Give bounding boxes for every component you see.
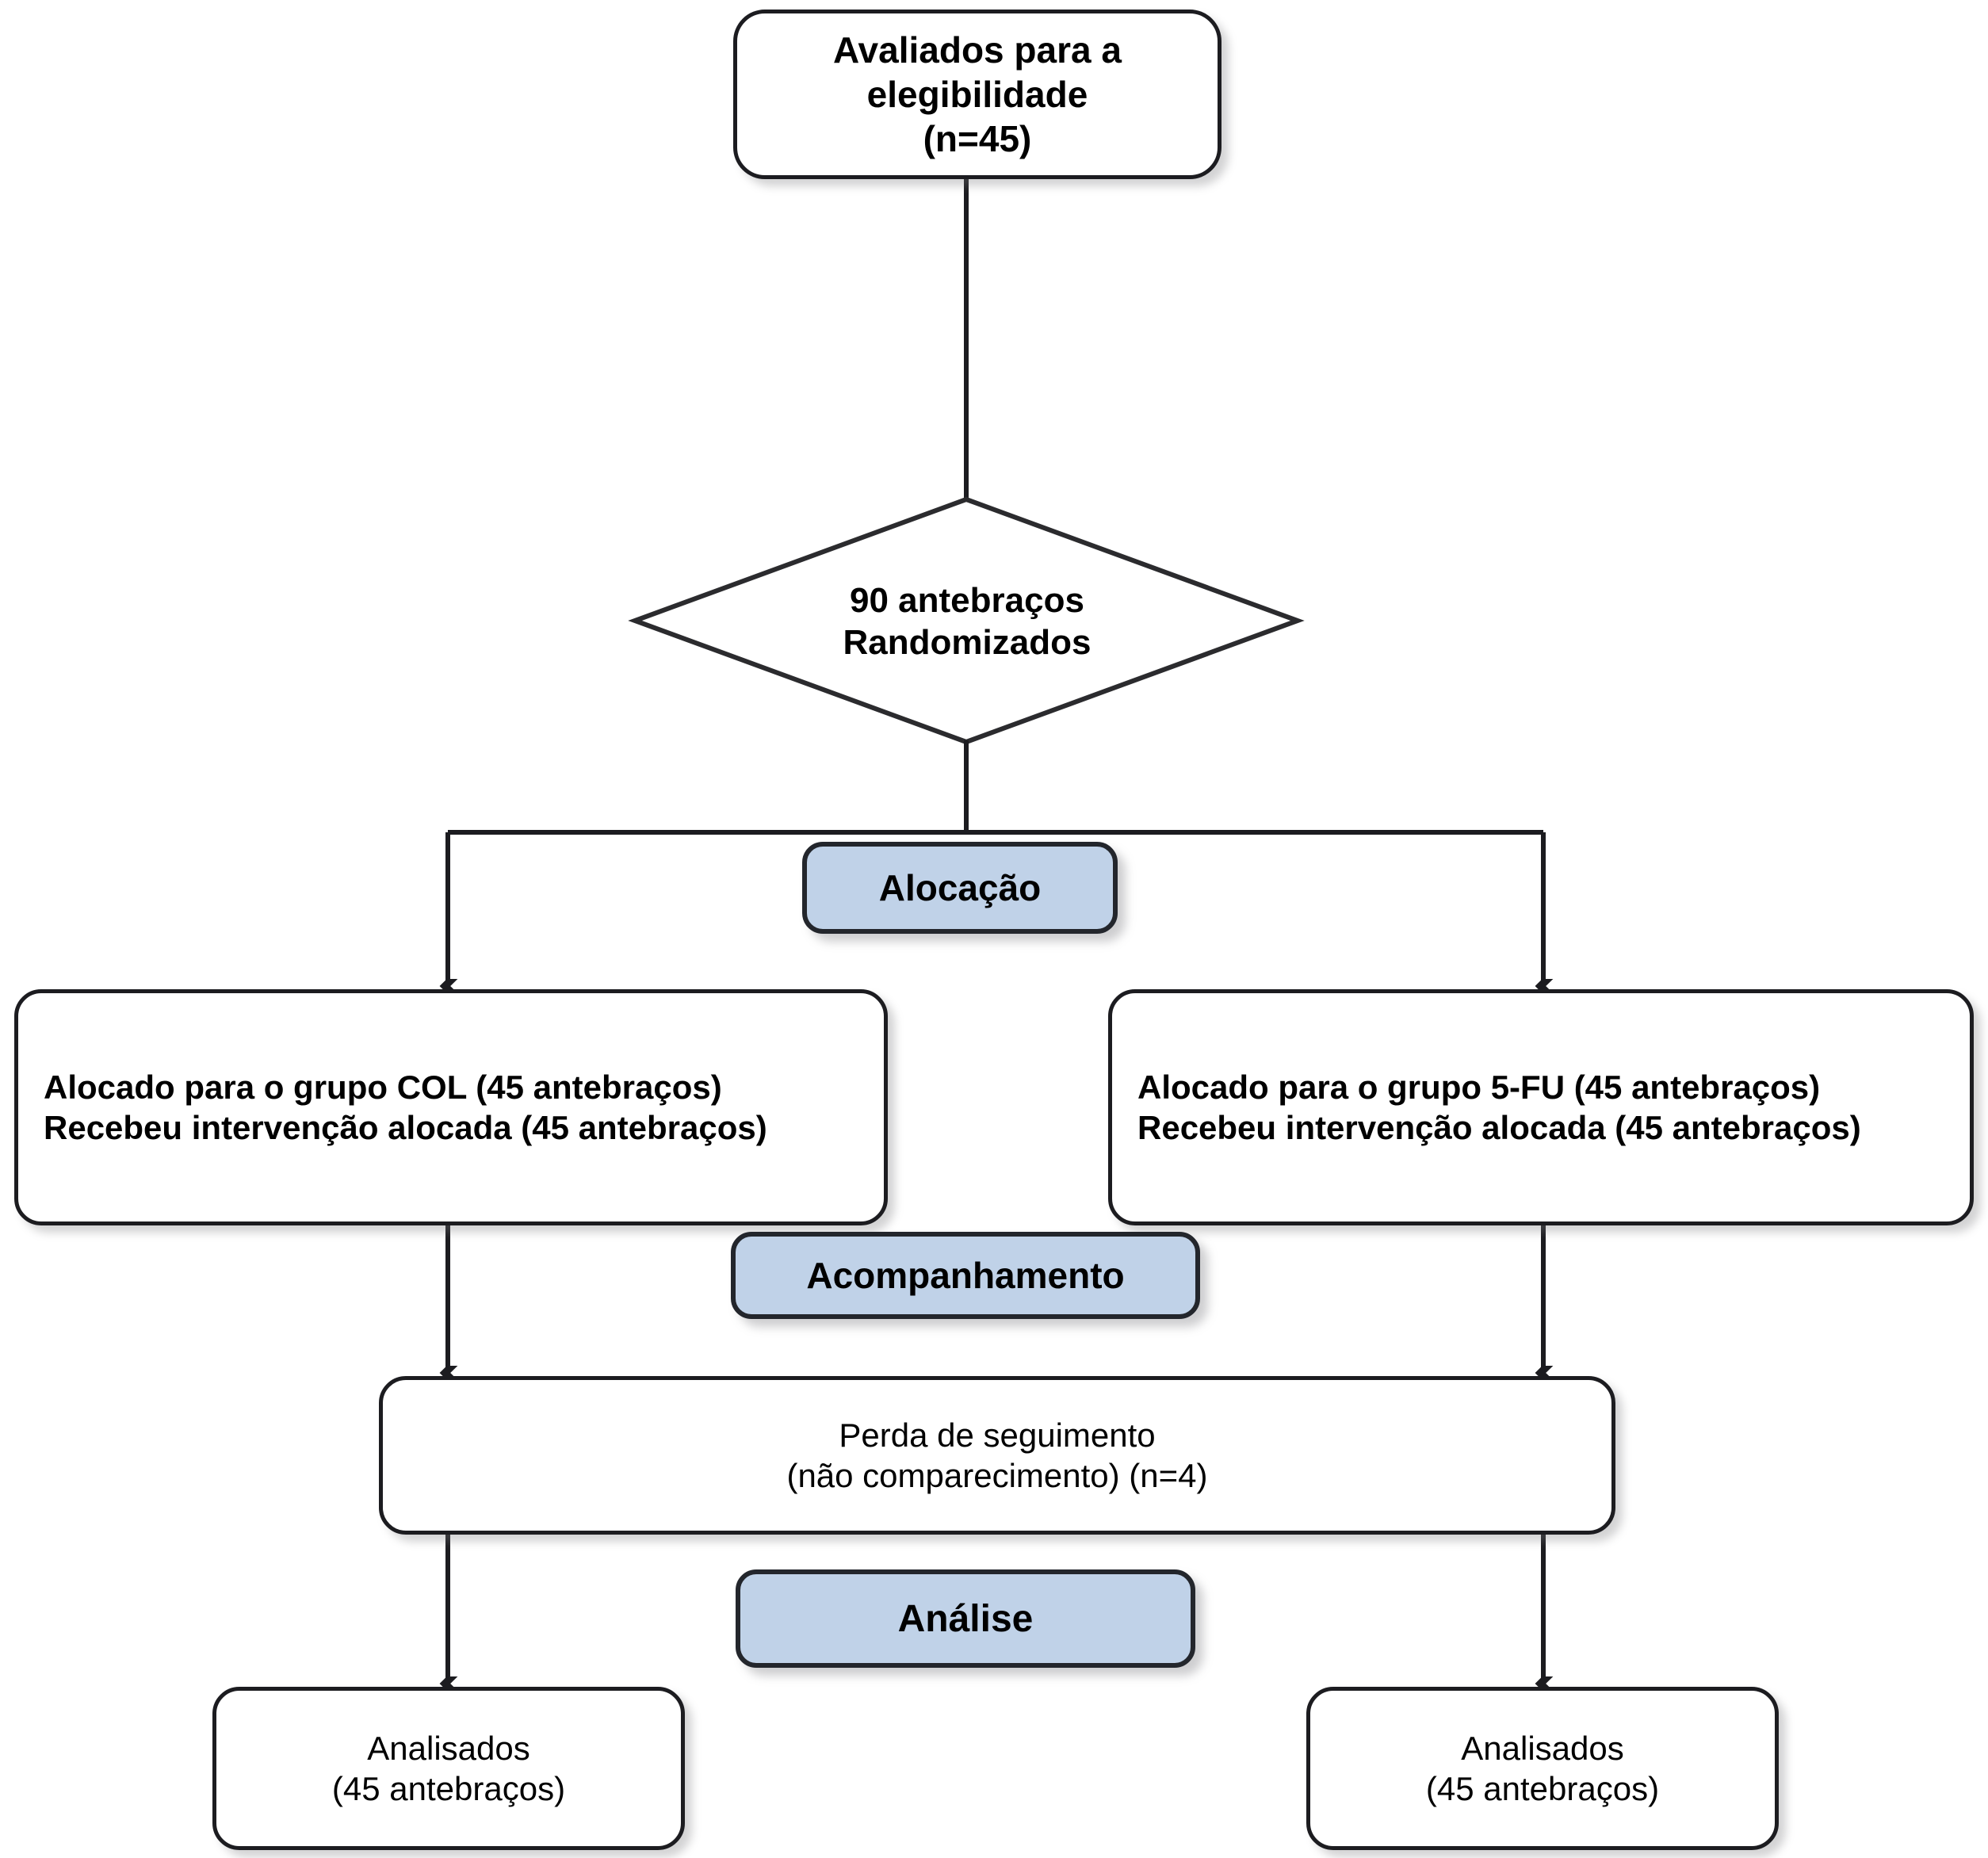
node-lost-to-followup-text: Perda de seguimento (não comparecimento)…	[383, 1415, 1611, 1496]
randomized-text-block: 90 antebraços Randomizados	[843, 580, 1091, 664]
node-allocated-group-col-text: Alocado para o grupo COL (45 antebraços)…	[18, 1067, 884, 1148]
randomized-line-1: 90 antebraços	[850, 581, 1084, 621]
node-allocated-group-5fu: Alocado para o grupo 5-FU (45 antebraços…	[1108, 989, 1974, 1225]
eligibility-line-2: elegibilidade	[866, 73, 1088, 115]
group-fu-line-2: Recebeu intervenção alocada (45 antebraç…	[1137, 1109, 1861, 1146]
node-lost-to-followup: Perda de seguimento (não comparecimento)…	[379, 1376, 1615, 1535]
analysed-left-line-2: (45 antebraços)	[331, 1770, 566, 1807]
stage-label-followup-text: Acompanhamento	[806, 1255, 1125, 1296]
stage-label-followup: Acompanhamento	[731, 1232, 1200, 1319]
group-col-line-1: Alocado para o grupo COL (45 antebraços)	[44, 1068, 722, 1106]
randomized-line-2: Randomizados	[843, 623, 1091, 662]
lost-followup-line-2: (não comparecimento) (n=4)	[786, 1457, 1208, 1494]
group-col-line-2: Recebeu intervenção alocada (45 antebraç…	[44, 1109, 767, 1146]
eligibility-line-1: Avaliados para a	[833, 29, 1122, 71]
node-assessed-for-eligibility-text: Avaliados para a elegibilidade (n=45)	[737, 28, 1218, 161]
node-allocated-group-5fu-text: Alocado para o grupo 5-FU (45 antebraços…	[1112, 1067, 1970, 1148]
node-analysed-col: Analisados (45 antebraços)	[212, 1687, 685, 1850]
group-fu-line-1: Alocado para o grupo 5-FU (45 antebraços…	[1137, 1068, 1821, 1106]
analysed-left-line-1: Analisados	[367, 1729, 530, 1767]
node-analysed-5fu: Analisados (45 antebraços)	[1306, 1687, 1779, 1850]
node-analysed-col-text: Analisados (45 antebraços)	[216, 1728, 681, 1809]
lost-followup-line-1: Perda de seguimento	[839, 1416, 1156, 1454]
node-randomized-label: 90 antebraços Randomizados	[634, 579, 1300, 666]
stage-label-analysis: Análise	[736, 1569, 1195, 1668]
node-analysed-5fu-text: Analisados (45 antebraços)	[1310, 1728, 1775, 1809]
stage-label-allocation: Alocação	[802, 842, 1118, 934]
stage-label-allocation-text: Alocação	[878, 867, 1042, 908]
stage-label-analysis-text: Análise	[897, 1597, 1034, 1640]
eligibility-line-3: (n=45)	[923, 118, 1032, 160]
analysed-right-line-1: Analisados	[1461, 1729, 1624, 1767]
node-allocated-group-col: Alocado para o grupo COL (45 antebraços)…	[14, 989, 888, 1225]
node-assessed-for-eligibility: Avaliados para a elegibilidade (n=45)	[733, 10, 1221, 179]
analysed-right-line-2: (45 antebraços)	[1425, 1770, 1660, 1807]
